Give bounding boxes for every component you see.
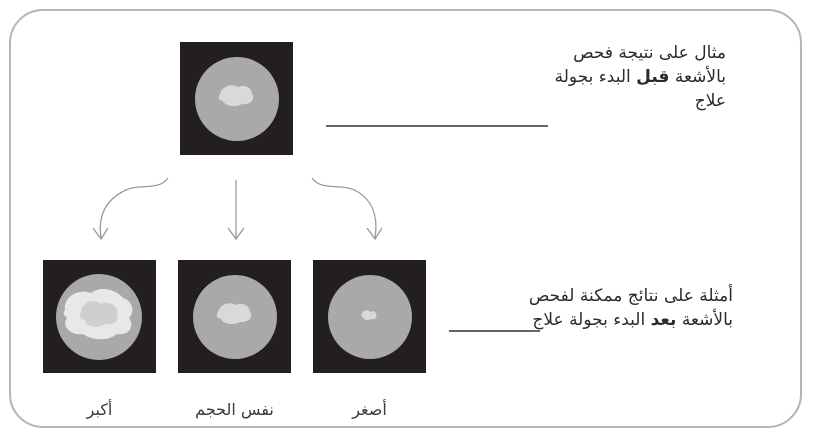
scan-larger: [43, 260, 156, 373]
arrow-head-same: [227, 227, 245, 241]
caption-smaller: أصغر: [352, 400, 387, 419]
scan-smaller: [313, 260, 426, 373]
scan-same-size: [178, 260, 291, 373]
caption-same-size: نفس الحجم: [195, 400, 274, 419]
arrow-to-smaller: [311, 177, 377, 239]
tumor-shape: [218, 85, 254, 107]
label-before-line3: علاج: [694, 91, 726, 111]
label-after-bold: بعد: [650, 310, 677, 330]
tumor-shape: [361, 310, 377, 321]
tumor-shape-inner: [79, 301, 119, 327]
label-before-line2: بالأشعة قبل البدء بجولة: [554, 67, 726, 87]
label-after-line2: بالأشعة بعد البدء بجولة علاج: [532, 310, 733, 330]
label-before-line1: مثال على نتيجة فحص: [573, 43, 726, 63]
arrow-head-smaller: [366, 227, 383, 241]
scan-before: [180, 42, 293, 155]
tumor-shape: [216, 303, 252, 325]
arrow-to-larger: [99, 177, 169, 239]
label-after-line1: أمثلة على نتائج ممكنة لفحص: [528, 286, 733, 306]
label-before: مثال على نتيجة فحص بالأشعة قبل البدء بجو…: [555, 41, 726, 113]
caption-larger: أكبر: [86, 400, 113, 419]
label-before-bold: قبل: [636, 67, 670, 87]
label-after: أمثلة على نتائج ممكنة لفحص بالأشعة بعد ا…: [529, 284, 733, 332]
arrow-head-larger: [92, 227, 109, 241]
